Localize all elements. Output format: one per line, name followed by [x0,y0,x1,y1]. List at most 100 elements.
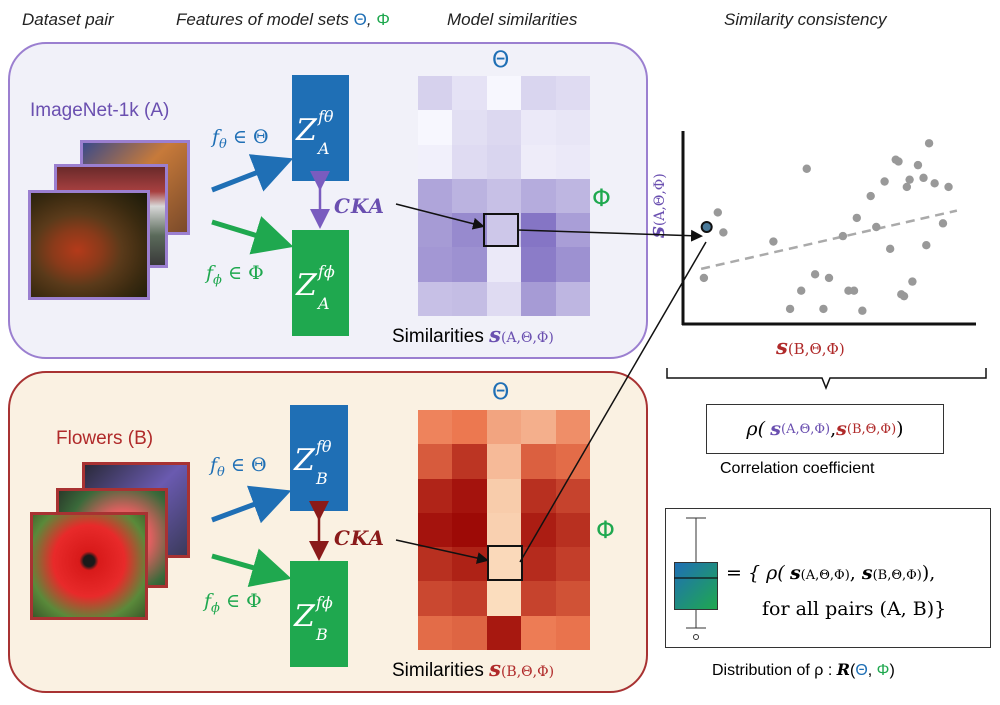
heatmap-cell [521,615,556,650]
dataset-a-label: ImageNet-1k (A) [30,100,170,121]
heatmap-cell [521,110,556,145]
scatter-point [913,160,923,170]
similarities-caption-b: Similarities s(B,Θ,Φ) [392,656,554,682]
scatter-point [899,291,909,301]
dist-caption-prefix: Distribution of ρ : [712,662,837,679]
f-phi-label-a: fϕ ∈ Φ [206,262,264,288]
dist-comma: , [849,562,862,584]
z-phi-a-sub: A [318,294,330,313]
scatter-point [866,191,875,201]
arrow-theta-a [211,154,294,193]
heatmap-cell [486,76,522,111]
heatmap-cell [418,581,453,616]
f-phi-rest-b: ∈ Φ [219,590,262,612]
scatter-point [838,231,848,241]
similarity-heatmap-a [418,76,590,316]
heatmap-cell [452,410,487,445]
header-features-theta: Θ [353,10,367,29]
cka-pointer-b [395,539,489,564]
corr-s2: s [836,418,847,440]
heatmap-cell [521,247,556,282]
heatmap-cell [555,478,590,513]
header-similarity-consistency: Similarity consistency [724,10,887,29]
scatter-highlight-point [700,221,713,233]
heatmap-cell [555,547,590,582]
heatmap-cell [486,547,522,582]
heatmap-cell [486,512,522,548]
heatmap-cell [555,213,590,248]
corr-sub2: (B,Θ,Φ) [846,421,897,437]
z-theta-box-b: Z fθ B [290,405,348,511]
scatter-point [924,139,934,148]
similarities-caption-a-s: s [489,322,501,347]
dist-sub1: (A,Θ,Φ) [800,568,850,583]
header-dataset-pair: Dataset pair [22,10,114,29]
f-theta-label-a: fθ ∈ Θ [212,126,269,152]
distribution-formula-line1: = { ρ( s(A,Θ,Φ), s(B,Θ,Φ)), [726,562,935,585]
boxplot-icon-body [674,562,718,610]
scatter-x-label-sub: (B,Θ,Φ) [787,340,845,358]
heatmap-cell [418,615,453,650]
heatmap-cell [486,478,522,513]
connector-a-to-point [517,229,703,242]
heatmap-cell [521,547,556,582]
heatmap-cell [486,247,522,282]
header-features-text: Features of model sets [176,10,349,29]
arrow-phi-b [211,548,292,587]
f-theta-f-b: f [210,454,218,476]
scatter-x-label-s: s [776,334,788,359]
dist-caption-open: ( [850,662,856,679]
heatmap-cell [555,110,590,145]
theta-label-a: Θ [492,48,510,73]
scatter-point [885,244,895,254]
flowers-photo-poppy [30,512,148,620]
arrow-phi-a [211,216,294,255]
heatmap-cell [418,178,453,214]
scatter-point [944,182,953,192]
scatter-point [922,241,931,250]
z-theta-a-sub: A [318,139,330,158]
scatter-trend-line [700,209,958,271]
distribution-formula-line2: for all pairs (A, B)} [762,598,947,620]
z-theta-a-sup: fθ [318,107,334,126]
heatmap-cell [418,213,453,248]
z-phi-b-sub: B [316,625,328,644]
z-phi-b-main: Z [294,599,315,634]
heatmap-cell [418,110,453,145]
corr-close: ) [896,418,904,440]
scatter-point [908,277,917,286]
corr-rho: ρ( [746,418,766,440]
heatmap-cell [486,281,522,316]
heatmap-cell [418,281,453,316]
heatmap-cell [452,110,487,145]
similarity-heatmap-b [418,410,590,650]
phi-label-b: Φ [596,516,615,544]
header-model-similarities: Model similarities [447,10,578,29]
heatmap-cell [521,410,556,445]
scatter-point [930,179,939,188]
scatter-point [819,304,828,314]
dist-caption-comma: , [867,662,877,679]
heatmap-cell [521,178,556,214]
similarities-caption-b-text: Similarities [392,660,484,681]
f-phi-sub: ϕ [213,272,222,288]
boxplot-outlier [693,634,699,640]
dist-caption-theta: Θ [855,662,868,679]
corr-sub1: (A,Θ,Φ) [781,421,831,437]
theta-label-b: Θ [492,380,510,405]
f-phi-sub-b: ϕ [211,600,220,616]
cka-label-a: CKA [334,194,386,218]
f-theta-sub: θ [219,136,227,152]
heatmap-cell [521,144,556,179]
z-theta-b-main: Z [294,443,315,478]
heatmap-cell [452,581,487,616]
corr-comma: , [830,418,837,440]
heatmap-cell [452,444,487,479]
scatter-point [902,182,912,192]
heatmap-cell [418,512,453,548]
scatter-point [824,273,834,283]
highlight-cell-b [487,545,523,581]
scatter-point [810,270,820,279]
heatmap-cell [486,144,522,179]
dist-close: ), [921,562,936,584]
